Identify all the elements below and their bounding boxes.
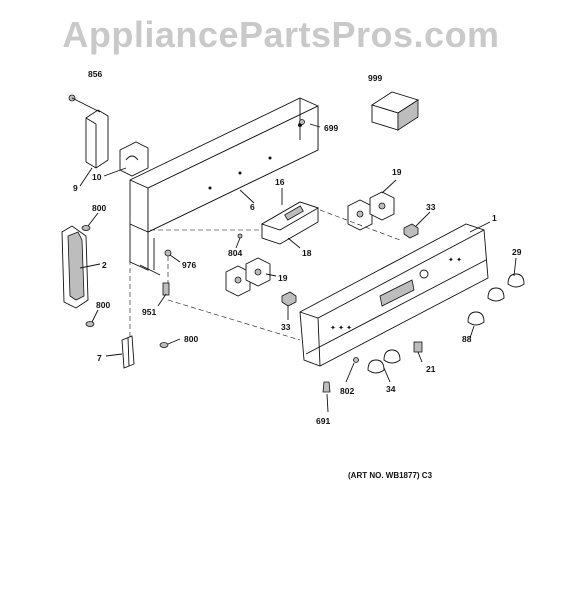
part-18-control-board[interactable] — [260, 201, 320, 245]
callout-699: 699 — [324, 123, 338, 133]
part-800-screw-a[interactable] — [81, 225, 91, 231]
part-34-knob-a[interactable] — [383, 349, 401, 364]
callout-999: 999 — [368, 73, 382, 83]
callout-2: 2 — [102, 260, 107, 270]
callout-9: 9 — [73, 183, 78, 193]
callout-802: 802 — [340, 386, 354, 396]
callout-21: 21 — [426, 364, 436, 374]
callout-88: 88 — [462, 334, 472, 344]
part-10-bracket[interactable] — [119, 141, 149, 177]
part-19-switch-upper[interactable] — [347, 191, 395, 231]
callout-1: 1 — [492, 213, 497, 223]
callout-976: 976 — [182, 260, 196, 270]
part-21-lens[interactable] — [413, 341, 423, 353]
part-6-back-panel[interactable] — [129, 97, 319, 276]
part-88-knob-a[interactable] — [487, 287, 505, 302]
part-29-knob[interactable] — [507, 273, 525, 288]
callout-691: 691 — [316, 416, 330, 426]
callout-29: 29 — [512, 247, 522, 257]
part-800-screw-b[interactable] — [85, 321, 95, 327]
callout-951: 951 — [142, 307, 156, 317]
callout-800-a: 800 — [92, 203, 106, 213]
part-7-lower-bracket[interactable] — [121, 335, 135, 369]
part-804-screw[interactable] — [237, 233, 243, 239]
part-2-side-trim[interactable] — [61, 225, 89, 309]
callout-856: 856 — [88, 69, 102, 79]
callout-800-b: 800 — [96, 300, 110, 310]
watermark-text: AppliancePartsPros.com — [62, 14, 500, 55]
callout-10: 10 — [92, 172, 102, 182]
callout-33-upper: 33 — [426, 202, 436, 212]
callout-33-lower: 33 — [281, 322, 291, 332]
callout-34: 34 — [386, 384, 396, 394]
art-number-label: (ART NO. WB1877) C3 — [348, 471, 433, 480]
part-1-control-panel[interactable]: ✦ ✦ ✦ ✦ ✦ — [299, 223, 489, 367]
part-33-clip-upper[interactable] — [403, 223, 419, 239]
callout-7: 7 — [97, 353, 102, 363]
callout-804: 804 — [228, 248, 242, 258]
part-9-side-bracket[interactable] — [85, 109, 109, 169]
svg-text:✦ ✦: ✦ ✦ — [448, 256, 462, 264]
part-800-screw-c[interactable] — [159, 342, 169, 348]
part-33-clip-lower[interactable] — [281, 291, 297, 307]
part-699-screw[interactable] — [299, 119, 305, 125]
callout-800-c: 800 — [184, 334, 198, 344]
callout-19-lower: 19 — [278, 273, 288, 283]
callout-18: 18 — [302, 248, 312, 258]
part-34-knob-b[interactable] — [367, 359, 385, 374]
part-951-fastener[interactable] — [162, 282, 170, 296]
callout-16: 16 — [275, 177, 285, 187]
callout-19-upper: 19 — [392, 167, 402, 177]
part-19-switch-lower[interactable] — [225, 257, 271, 297]
svg-text:✦ ✦ ✦: ✦ ✦ ✦ — [330, 324, 352, 332]
part-88-knob-b[interactable] — [467, 311, 485, 326]
part-999-kit-box[interactable] — [370, 91, 420, 131]
part-691-foot[interactable] — [322, 381, 331, 393]
leader-lines — [71, 97, 517, 413]
callout-6: 6 — [250, 202, 255, 212]
part-802-screw[interactable] — [353, 357, 359, 363]
